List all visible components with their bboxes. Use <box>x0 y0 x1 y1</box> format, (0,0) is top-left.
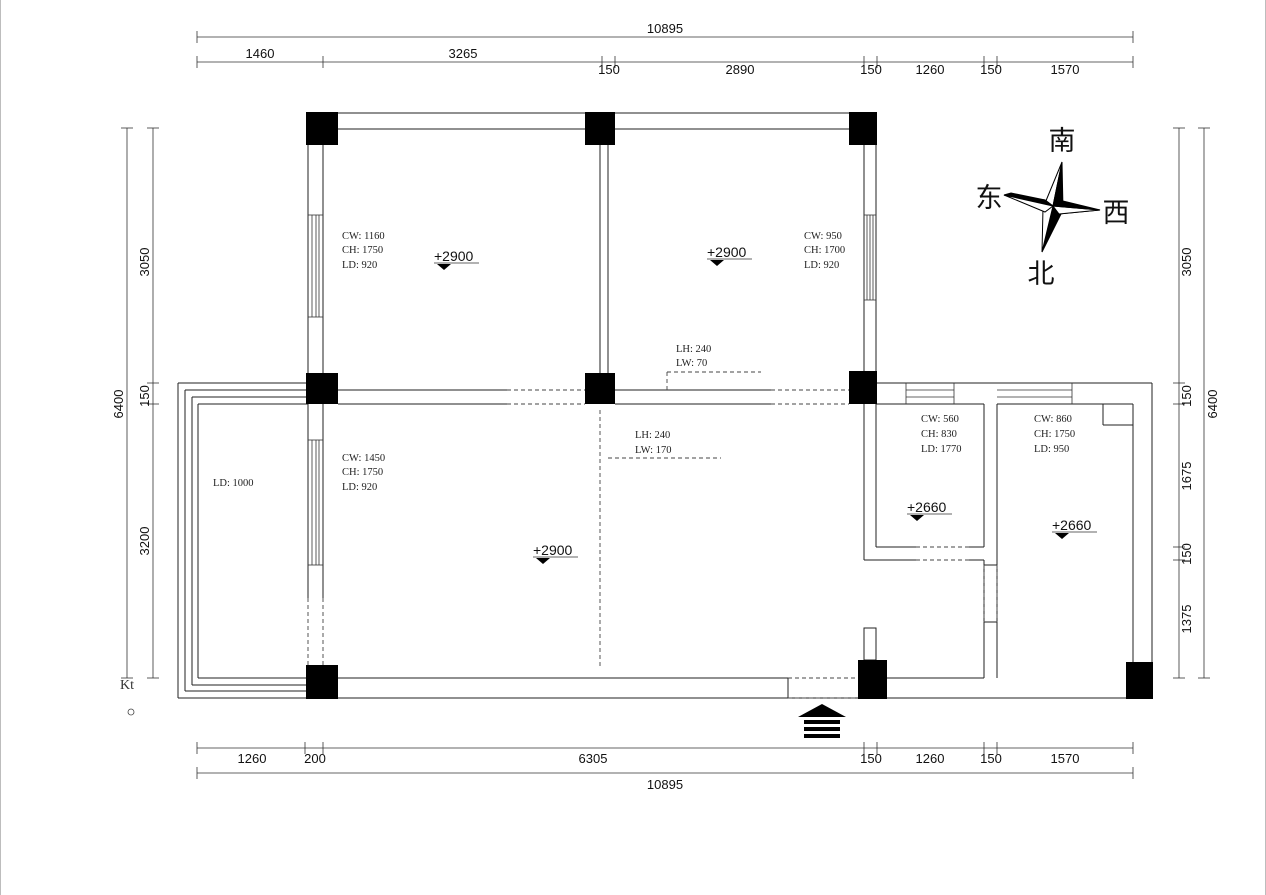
column <box>306 373 338 404</box>
bottom-dim-6: 150 <box>980 751 1002 766</box>
column <box>306 665 338 699</box>
column <box>585 373 615 404</box>
top-dim-2: 3265 <box>449 46 478 61</box>
top-dim-7: 150 <box>980 62 1002 77</box>
left-total-dim: 6400 <box>111 390 126 419</box>
column <box>849 371 877 404</box>
svg-text:LD: 950: LD: 950 <box>1034 444 1069 455</box>
svg-text:CW: 860: CW: 860 <box>1034 414 1072 425</box>
svg-text:+2660: +2660 <box>907 499 947 515</box>
bottom-dim-2: 200 <box>304 751 326 766</box>
column <box>849 112 877 145</box>
bottom-total-dim: 10895 <box>647 777 683 792</box>
room-note-kitchen: CW: 560 CH: 830 LD: 1770 <box>921 414 962 455</box>
column <box>858 660 887 699</box>
top-total-dim: 10895 <box>647 21 683 36</box>
svg-text:LD: 920: LD: 920 <box>342 260 377 271</box>
svg-text:LW: 170: LW: 170 <box>635 445 671 456</box>
corner-label: Kt <box>120 678 134 693</box>
svg-text:LH: 240: LH: 240 <box>635 430 670 441</box>
top-dim-8: 1570 <box>1051 62 1080 77</box>
elevation-marker-kitchen: +2660 <box>907 499 952 521</box>
compass-west-label: 西 <box>1103 198 1130 229</box>
svg-text:CH: 1700: CH: 1700 <box>804 245 845 256</box>
bottom-dim-4: 150 <box>860 751 882 766</box>
top-dim-6: 1260 <box>916 62 945 77</box>
beam-note-lower: LH: 240 LW: 170 <box>635 430 671 456</box>
compass-north-label: 北 <box>1028 259 1055 290</box>
room-note-bath: CW: 860 CH: 1750 LD: 950 <box>1034 414 1075 455</box>
bottom-dimension-lines: 1260 200 6305 150 1260 150 1570 10895 <box>196 742 1134 792</box>
right-dim-1: 3050 <box>1179 248 1194 277</box>
right-dim-3: 1675 <box>1179 462 1194 491</box>
elevation-marker-bath: +2660 <box>1052 517 1097 539</box>
door-openings <box>307 371 998 699</box>
svg-text:CW: 1450: CW: 1450 <box>342 453 385 464</box>
svg-text:CH: 1750: CH: 1750 <box>342 467 383 478</box>
svg-text:LH: 240: LH: 240 <box>676 344 711 355</box>
svg-text:+2660: +2660 <box>1052 517 1092 533</box>
elevation-marker-living: +2900 <box>533 542 578 564</box>
small-circle-icon <box>127 708 135 716</box>
elevation-marker-bedroom-left: +2900 <box>434 248 479 270</box>
room-note-living: CW: 1450 CH: 1750 LD: 920 <box>342 453 385 493</box>
svg-text:CW: 950: CW: 950 <box>804 231 842 242</box>
svg-text:CW: 1160: CW: 1160 <box>342 231 385 242</box>
top-dim-5: 150 <box>860 62 882 77</box>
windows <box>308 214 876 566</box>
top-dim-1: 1460 <box>246 46 275 61</box>
svg-text:+2900: +2900 <box>434 248 474 264</box>
bottom-dim-3: 6305 <box>579 751 608 766</box>
compass-rose-icon <box>1003 161 1101 253</box>
svg-text:+2900: +2900 <box>533 542 573 558</box>
bottom-dim-1: 1260 <box>238 751 267 766</box>
right-total-dim: 6400 <box>1205 390 1220 419</box>
svg-text:LD: 920: LD: 920 <box>804 260 839 271</box>
svg-text:LD: 1000: LD: 1000 <box>213 478 254 489</box>
room-note-bedroom-right: CW: 950 CH: 1700 LD: 920 <box>804 231 845 271</box>
compass-south-label: 南 <box>1049 126 1076 157</box>
left-dimension-lines: 6400 3050 150 3200 <box>111 127 159 679</box>
left-dim-1: 3050 <box>137 248 152 277</box>
top-dim-4: 2890 <box>726 62 755 77</box>
walls <box>177 112 1153 699</box>
top-dimension-lines: 10895 1460 3265 150 2890 150 1260 150 15… <box>196 21 1134 77</box>
svg-text:+2900: +2900 <box>707 244 747 260</box>
compass-east-label: 东 <box>976 183 1003 214</box>
svg-text:CH: 830: CH: 830 <box>921 429 957 440</box>
entrance-arrow-icon <box>798 704 846 738</box>
svg-text:LW: 70: LW: 70 <box>676 358 707 369</box>
top-dim-3: 150 <box>598 62 620 77</box>
bottom-dim-5: 1260 <box>916 751 945 766</box>
beam-note-upper: LH: 240 LW: 70 <box>676 344 711 369</box>
svg-text:LD: 1770: LD: 1770 <box>921 444 962 455</box>
svg-text:CH: 1750: CH: 1750 <box>342 245 383 256</box>
elevation-marker-bedroom-right: +2900 <box>707 244 752 266</box>
svg-text:LD: 920: LD: 920 <box>342 482 377 493</box>
svg-text:CH: 1750: CH: 1750 <box>1034 429 1075 440</box>
room-note-balcony: LD: 1000 <box>213 478 254 489</box>
right-dim-2: 150 <box>1179 385 1194 407</box>
structural-columns <box>306 112 1153 699</box>
left-dim-2: 150 <box>137 385 152 407</box>
column <box>585 112 615 145</box>
column <box>1126 662 1153 699</box>
left-dim-3: 3200 <box>137 527 152 556</box>
svg-text:CW: 560: CW: 560 <box>921 414 959 425</box>
bottom-dim-7: 1570 <box>1051 751 1080 766</box>
right-dim-4: 150 <box>1179 543 1194 565</box>
room-note-bedroom-left: CW: 1160 CH: 1750 LD: 920 <box>342 231 385 271</box>
right-dim-5: 1375 <box>1179 605 1194 634</box>
right-dimension-lines: 3050 150 1675 150 1375 6400 <box>1173 127 1220 679</box>
column <box>306 112 338 145</box>
